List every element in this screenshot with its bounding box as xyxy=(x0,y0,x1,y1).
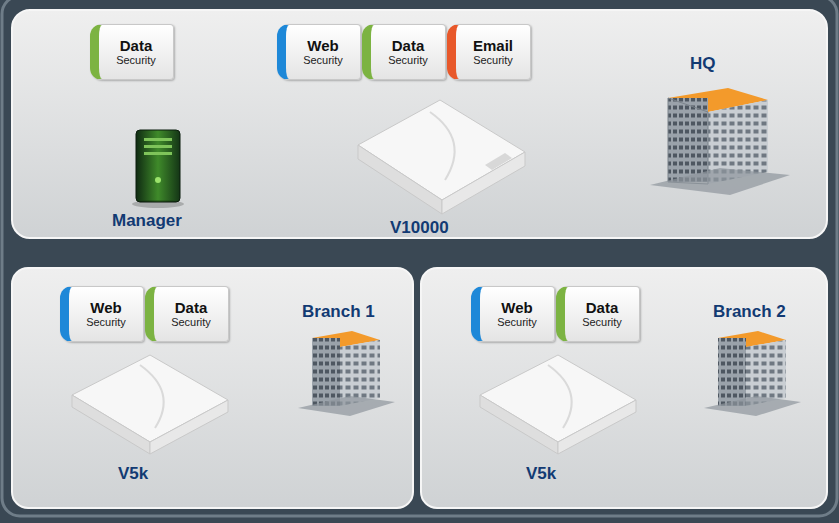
module-name: Data xyxy=(586,299,619,316)
module-kind: Security xyxy=(86,316,126,329)
module-name: Web xyxy=(307,37,338,54)
module-name: Data xyxy=(120,37,153,54)
module-kind: Security xyxy=(473,54,513,67)
module-name: Web xyxy=(90,299,121,316)
site-name: Branch 2 xyxy=(713,302,786,322)
module-kind: Security xyxy=(582,316,622,329)
module-tab: DataSecurity xyxy=(556,286,640,342)
building-icon xyxy=(704,331,801,416)
module-tab: WebSecurity xyxy=(277,24,361,80)
module-name: Web xyxy=(501,299,532,316)
hq-panel-bg xyxy=(12,10,827,238)
module-name: Email xyxy=(473,37,513,54)
module-tab: EmailSecurity xyxy=(447,24,531,80)
module-kind: Security xyxy=(116,54,156,67)
server-icon xyxy=(132,130,184,208)
site-panel: HQDataSecurityWebSecurityDataSecurityEma… xyxy=(12,10,827,238)
module-kind: Security xyxy=(171,316,211,329)
building-icon xyxy=(650,88,790,195)
module-tab: WebSecurity xyxy=(471,286,555,342)
device-label: Manager xyxy=(112,211,182,231)
device-label: V5k xyxy=(118,464,148,484)
module-tab: DataSecurity xyxy=(145,286,229,342)
site-panel: Branch 2WebSecurityDataSecurity xyxy=(421,268,827,508)
branch-panel-bg xyxy=(421,268,827,508)
site-panel: Branch 1WebSecurityDataSecurity xyxy=(12,268,413,508)
module-tab: WebSecurity xyxy=(60,286,144,342)
branch-panel-bg xyxy=(12,268,413,508)
module-tab: DataSecurity xyxy=(362,24,446,80)
appliance-v10000 xyxy=(358,100,525,214)
module-name: Data xyxy=(175,299,208,316)
module-kind: Security xyxy=(388,54,428,67)
device-label: V10000 xyxy=(390,218,449,238)
appliance-v5k xyxy=(72,355,228,454)
appliance-v5k xyxy=(480,355,636,454)
building-icon xyxy=(298,331,395,416)
module-kind: Security xyxy=(497,316,537,329)
module-tab: DataSecurity xyxy=(90,24,174,80)
site-name: Branch 1 xyxy=(302,302,375,322)
site-name: HQ xyxy=(690,54,716,74)
module-name: Data xyxy=(392,37,425,54)
module-kind: Security xyxy=(303,54,343,67)
device-label: V5k xyxy=(526,464,556,484)
